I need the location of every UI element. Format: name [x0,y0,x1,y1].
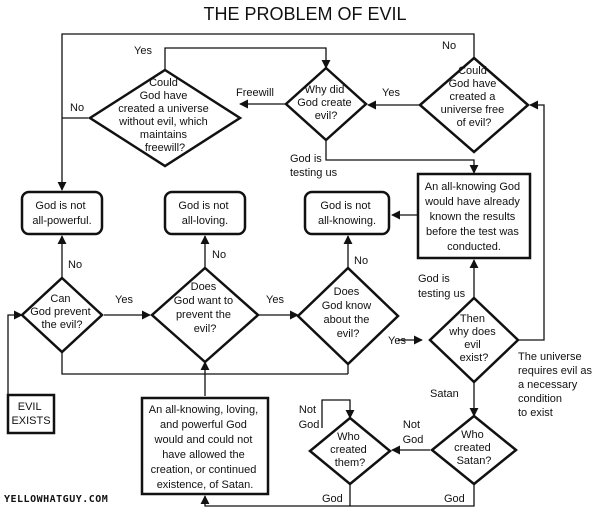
edge-free-no [57,33,475,191]
svg-text:Who created them?: Who created them? [330,431,370,469]
edge-them-notgod [321,399,355,428]
label-not-god-2: Not God [403,419,424,446]
label-universe-requires: The universe requires evil as a necessar… [518,351,595,419]
decision-why-create-text: Why did God create evil? [297,84,354,122]
svg-text:An all-knowing God would: An all-knowing God would have already kn… [424,181,523,253]
svg-text:God is not all-powerful.: God is not all-powerful. [32,200,91,227]
edge-them-god [200,484,351,507]
label-satan: Satan [430,388,459,400]
svg-text:Can God prevent th: Can God prevent the evil? [30,293,94,331]
label-god-1: God [322,493,343,505]
label-yes-can: Yes [115,294,133,306]
decision-who-created-satan: Who created Satan? [430,414,518,486]
decision-know-about: Does God know about the evil? [296,266,400,366]
edge-labels: No Yes Freewill Yes No God is testing us… [68,40,595,505]
svg-text:Does God know abou: Does God know about the evil? [322,286,375,340]
label-no-can: No [68,259,82,271]
label-yes-top: Yes [134,45,152,57]
diagram-title: THE PROBLEM OF EVIL [203,4,406,24]
svg-text:Does God want to p: Does God want to prevent the evil? [174,281,236,335]
label-god-2: God [444,493,465,505]
edge-satan-god [350,484,475,507]
decision-who-created-them: Who created them? [308,416,392,486]
outcome-not-all-knowing: God is not all-knowing. [303,190,391,236]
edge-fw-yes [164,47,331,70]
decision-could-freewill: Could God have created a universe withou… [87,68,243,168]
label-no-know: No [354,255,368,267]
svg-text:Then why does evil: Then why does evil exist? [448,313,499,364]
svg-text:Who created Satan?: Who created Satan? [454,429,494,467]
svg-text:God is not all-loving.: God is not all-loving. [178,200,231,227]
label-no-top: No [442,40,456,52]
label-yes-want: Yes [266,294,284,306]
edges [7,33,545,507]
decision-could-free-text: Could God have created a universe free o… [441,65,508,129]
label-no-left: No [70,102,84,114]
brand-watermark: YELLOWHATGUY.COM [4,494,108,505]
svg-text:God is not all-knowing.: God is not all-knowing. [318,200,376,227]
label-freewill: Freewill [236,87,274,99]
label-no-want: No [212,249,226,261]
svg-text:An all-knowing, loving,: An all-knowing, loving, and powerful God… [149,404,262,491]
label-not-god-1: Not God [299,404,320,431]
edge-why-testing [325,140,479,174]
label-testing-2: God is testing us [418,273,466,300]
label-yes-know: Yes [388,335,406,347]
box-all-knowing-test: An all-knowing God would have already kn… [416,172,532,260]
decision-why-create: Why did God create evil? [284,66,368,142]
edge-exist-universe [518,100,545,341]
decision-want-prevent: Does God want to prevent the evil? [150,266,260,364]
outcome-not-all-loving: God is not all-loving. [163,190,247,236]
label-testing-1: God is testing us [290,153,338,179]
start-evil-exists: EVIL EXISTS [6,393,56,435]
decision-can-prevent: Can God prevent the evil? [20,276,104,354]
label-yes-right: Yes [382,87,400,99]
edge-return-bus [61,350,348,375]
decision-why-exist: Then why does evil exist? [428,296,520,384]
edge-evil-can [7,310,23,395]
svg-text:EVIL EXISTS: EVIL EXISTS [11,401,50,427]
box-satan-creation: An all-knowing, loving, and powerful God… [140,396,270,496]
decision-could-freewill-text: Could God have created a universe withou… [118,77,212,154]
outcome-not-all-powerful: God is not all-powerful. [20,190,104,236]
decision-could-free: Could God have created a universe free o… [418,56,530,154]
